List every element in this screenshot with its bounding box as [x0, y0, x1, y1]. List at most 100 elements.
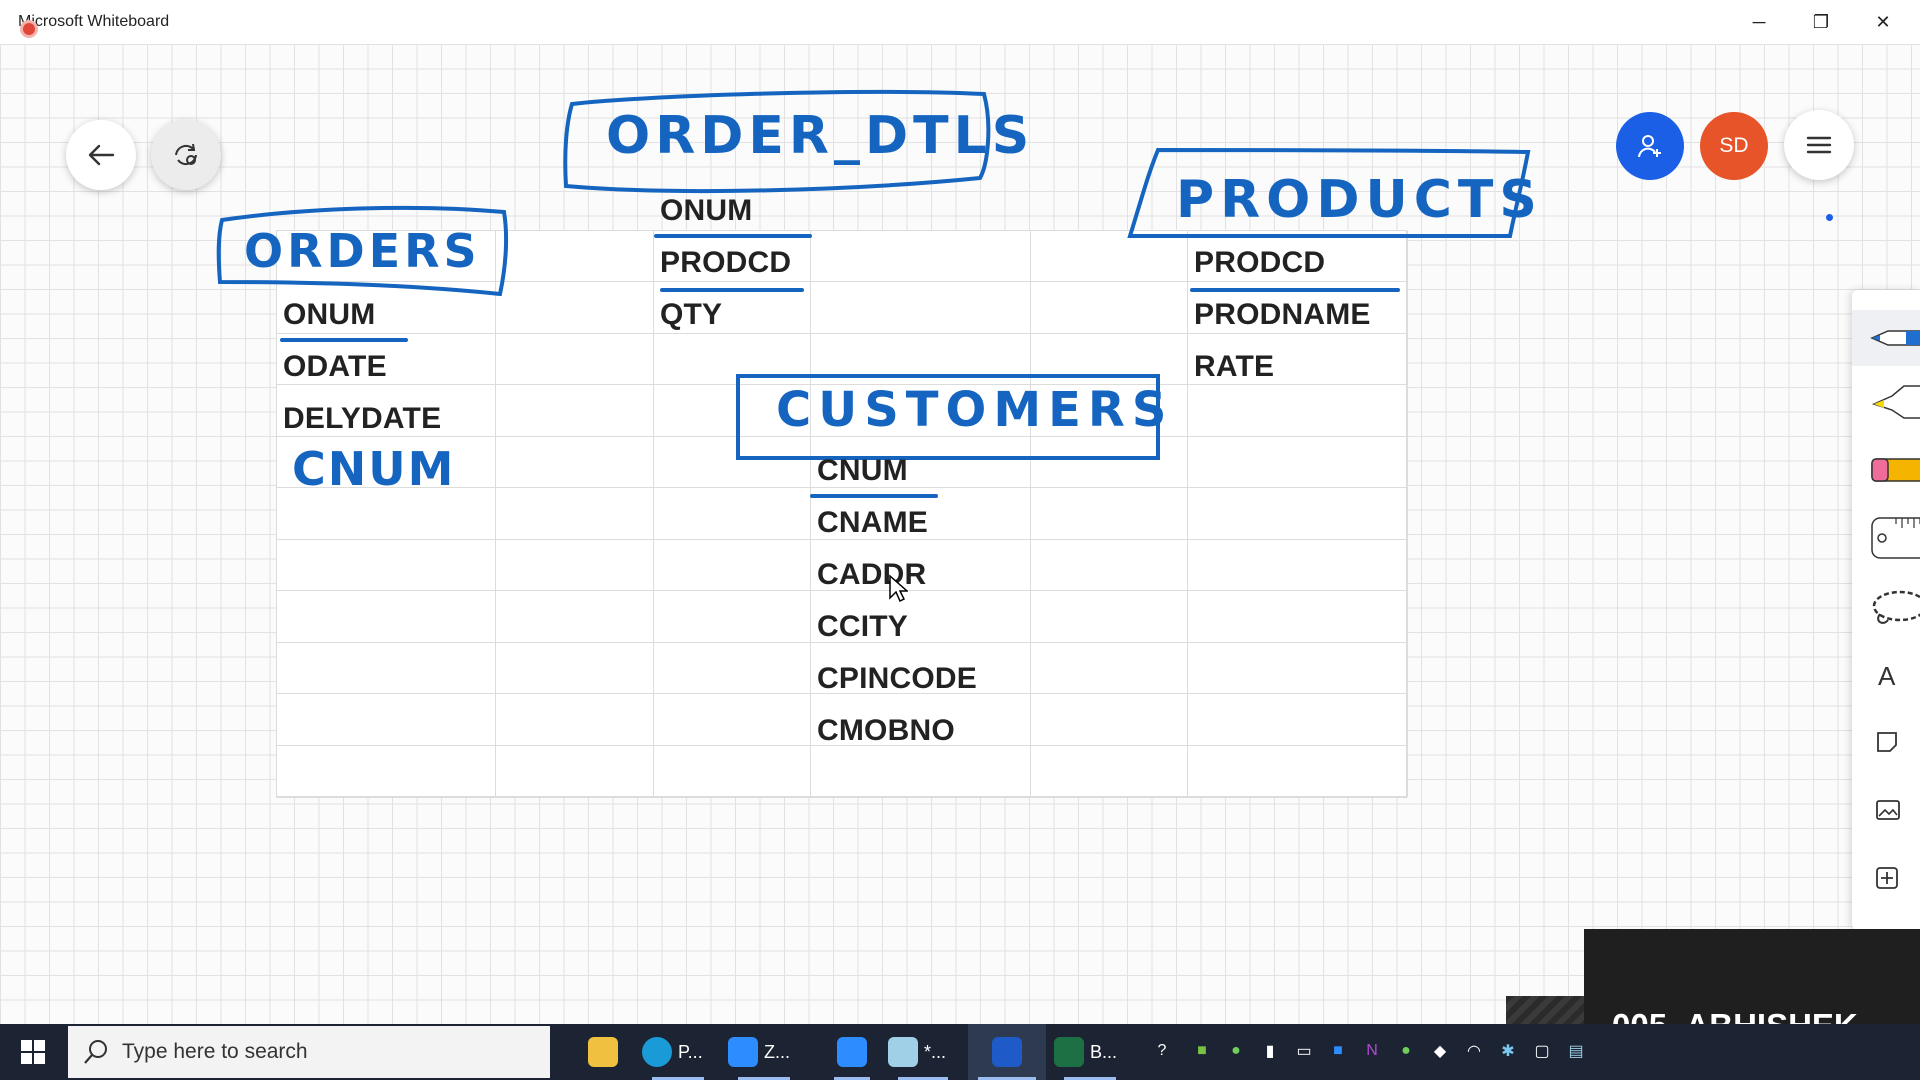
table-cell[interactable] [654, 694, 811, 746]
table-cell[interactable] [496, 745, 654, 797]
table-cell[interactable] [496, 642, 654, 695]
table-cell[interactable] [654, 282, 811, 334]
table-cell[interactable] [811, 333, 1031, 386]
whiteboard-table[interactable] [276, 230, 1408, 798]
table-cell[interactable] [1031, 694, 1188, 746]
lasso-tool[interactable] [1852, 580, 1920, 636]
table-cell[interactable] [496, 591, 654, 643]
settings-menu-button[interactable] [1784, 110, 1854, 180]
table-cell[interactable] [811, 642, 1031, 695]
table-cell[interactable] [1188, 539, 1408, 592]
table-cell[interactable] [1031, 436, 1188, 489]
app-tray-icon[interactable]: ▤ [1568, 1043, 1584, 1060]
snowflake-icon[interactable]: ✱ [1501, 1043, 1515, 1060]
minimize-button[interactable]: ─ [1752, 11, 1766, 32]
image-tool[interactable] [1852, 782, 1920, 838]
table-cell[interactable] [654, 488, 811, 540]
table-cell[interactable] [496, 385, 654, 437]
table-cell[interactable] [496, 282, 654, 334]
highlighter-tool[interactable] [1852, 374, 1920, 430]
table-cell[interactable] [1188, 231, 1408, 283]
table-cell[interactable] [811, 385, 1031, 437]
taskbar-app-file-explorer[interactable] [588, 1024, 632, 1080]
onenote-icon[interactable]: N [1366, 1042, 1378, 1059]
microphone-icon[interactable]: ▮ [1265, 1043, 1275, 1060]
table-cell[interactable] [277, 539, 496, 592]
table-cell[interactable] [277, 591, 496, 643]
table-cell[interactable] [1188, 436, 1408, 489]
table-cell[interactable] [1031, 333, 1188, 386]
table-cell[interactable] [654, 539, 811, 592]
table-cell[interactable] [1031, 282, 1188, 334]
table-cell[interactable] [496, 231, 654, 283]
table-cell[interactable] [277, 642, 496, 695]
table-cell[interactable] [277, 282, 496, 334]
battery-icon[interactable]: ▭ [1296, 1043, 1312, 1060]
table-cell[interactable] [496, 436, 654, 489]
text-tool[interactable]: A [1878, 660, 1896, 691]
table-cell[interactable] [811, 591, 1031, 643]
table-cell[interactable] [277, 333, 496, 386]
invite-button[interactable] [1616, 112, 1684, 180]
table-cell[interactable] [277, 385, 496, 437]
table-cell[interactable] [1188, 745, 1408, 797]
table-cell[interactable] [1031, 488, 1188, 540]
security-check-icon[interactable]: ● [1231, 1042, 1241, 1059]
shield-icon[interactable]: ◆ [1433, 1043, 1447, 1060]
table-cell[interactable] [1188, 694, 1408, 746]
table-cell[interactable] [654, 642, 811, 695]
table-cell[interactable] [811, 231, 1031, 283]
eraser-tool[interactable] [1852, 442, 1920, 498]
table-cell[interactable] [1031, 745, 1188, 797]
table-cell[interactable] [654, 231, 811, 283]
table-cell[interactable] [654, 333, 811, 386]
table-cell[interactable] [811, 488, 1031, 540]
table-cell[interactable] [1188, 488, 1408, 540]
table-cell[interactable] [277, 231, 496, 283]
table-cell[interactable] [1188, 642, 1408, 695]
back-button[interactable] [66, 120, 136, 190]
table-cell[interactable] [1188, 333, 1408, 386]
taskbar-app-whiteboard[interactable] [968, 1024, 1046, 1080]
table-cell[interactable] [496, 333, 654, 386]
table-cell[interactable] [277, 694, 496, 746]
table-cell[interactable] [811, 745, 1031, 797]
restore-button[interactable]: ❐ [1812, 11, 1830, 32]
table-cell[interactable] [811, 282, 1031, 334]
taskbar-app-excel[interactable]: B... [1054, 1024, 1126, 1080]
help-icon[interactable]: ? [1157, 1042, 1167, 1059]
table-cell[interactable] [811, 539, 1031, 592]
sticky-note-tool[interactable] [1852, 714, 1920, 770]
table-cell[interactable] [654, 436, 811, 489]
table-cell[interactable] [496, 694, 654, 746]
table-cell[interactable] [1031, 385, 1188, 437]
pen-tool[interactable] [1852, 310, 1920, 366]
start-button[interactable] [0, 1024, 66, 1080]
table-cell[interactable] [1031, 539, 1188, 592]
table-cell[interactable] [496, 488, 654, 540]
table-cell[interactable] [654, 745, 811, 797]
table-cell[interactable] [654, 385, 811, 437]
table-cell[interactable] [811, 436, 1031, 489]
display-icon[interactable]: ▢ [1534, 1043, 1550, 1060]
table-cell[interactable] [811, 694, 1031, 746]
table-cell[interactable] [277, 488, 496, 540]
taskbar-app-zoom-meetings[interactable] [824, 1024, 880, 1080]
table-cell[interactable] [1031, 642, 1188, 695]
table-cell[interactable] [1188, 591, 1408, 643]
sync-button[interactable] [151, 120, 221, 190]
table-cell[interactable] [496, 539, 654, 592]
taskbar-search-box[interactable]: Type here to search [68, 1026, 550, 1078]
table-cell[interactable] [1188, 282, 1408, 334]
add-tool[interactable] [1852, 850, 1920, 906]
sync-tray-icon[interactable]: ● [1401, 1042, 1411, 1059]
table-cell[interactable] [1031, 591, 1188, 643]
ruler-tool[interactable] [1852, 510, 1920, 566]
taskbar-app-zoom[interactable]: Z... [728, 1024, 800, 1080]
whiteboard-canvas[interactable]: SD ORDER_DTLS ORDERS PRODUCTS CUSTOMERS … [0, 44, 1920, 1068]
table-cell[interactable] [1031, 231, 1188, 283]
wifi-icon[interactable]: ◠ [1467, 1043, 1481, 1060]
user-avatar[interactable]: SD [1700, 112, 1768, 180]
taskbar-app-edge[interactable]: P... [642, 1024, 714, 1080]
table-cell[interactable] [277, 436, 496, 489]
